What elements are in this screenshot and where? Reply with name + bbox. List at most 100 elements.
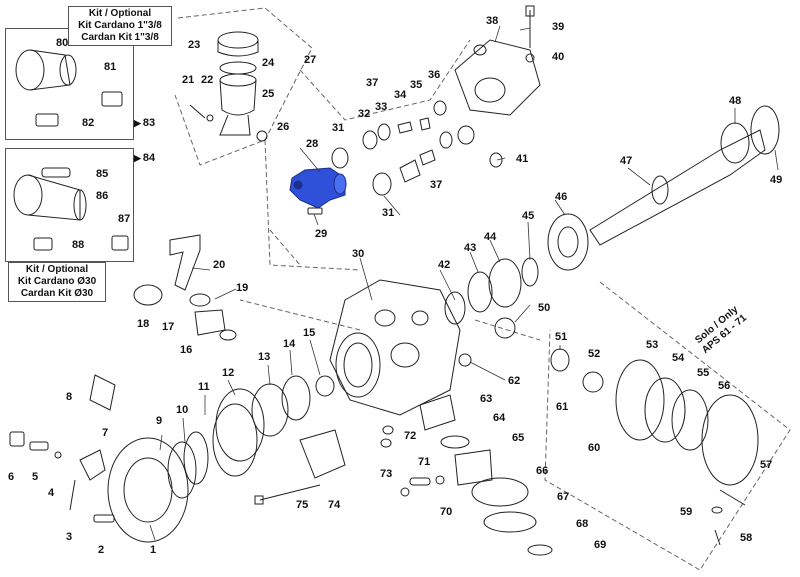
part-label-3: 3 — [66, 531, 72, 543]
part-label-17: 17 — [162, 321, 174, 333]
top-middle-parts — [189, 31, 268, 142]
kit-label-line1: Kit / Optional — [25, 264, 89, 275]
callout-84: ▶84 — [134, 152, 155, 164]
triangle-right-icon: ▶ — [134, 118, 141, 128]
kit-cardan-30-parts — [13, 167, 129, 251]
kit-box-cardan-30 — [5, 148, 134, 262]
part-label-45: 45 — [522, 210, 534, 222]
kit-label-line2: Kit Cardano 1"3/8 — [78, 20, 162, 31]
part-label-80: 80 — [56, 37, 68, 49]
part-label-27: 27 — [304, 54, 316, 66]
part-label-81: 81 — [104, 61, 116, 73]
part-label-16: 16 — [180, 344, 192, 356]
part-label-8: 8 — [66, 391, 72, 403]
bearing-rings — [444, 213, 589, 325]
part-label-1: 1 — [150, 544, 156, 556]
part-label-25: 25 — [262, 88, 274, 100]
kit-label-line3: Cardan Kit 1"3/8 — [81, 32, 159, 43]
part-label-71: 71 — [418, 456, 430, 468]
part-label-28: 28 — [306, 138, 318, 150]
part-label-39: 39 — [552, 21, 564, 33]
callout-84-label: 84 — [142, 152, 156, 164]
part-label-47: 47 — [620, 155, 632, 167]
part-label-41: 41 — [516, 153, 528, 165]
part-label-7: 7 — [102, 427, 108, 439]
bottom-middle-parts — [254, 317, 553, 556]
part-label-55: 55 — [697, 367, 709, 379]
part-label-72: 72 — [404, 430, 416, 442]
part-label-34: 34 — [394, 89, 407, 101]
dashed-group-lines — [174, 7, 791, 571]
part-label-12: 12 — [222, 367, 234, 379]
part-label-36: 36 — [428, 69, 440, 81]
part-label-37-top: 37 — [366, 77, 378, 89]
part-label-46: 46 — [555, 191, 567, 203]
part-label-31-bottom: 31 — [382, 207, 394, 219]
part-label-20: 20 — [213, 259, 225, 271]
part-label-64: 64 — [493, 412, 506, 424]
shaft-assembly — [589, 105, 780, 246]
part-label-40: 40 — [552, 51, 564, 63]
valve-parts — [331, 100, 503, 196]
part-label-33: 33 — [375, 101, 387, 113]
part-label-11: 11 — [198, 381, 210, 393]
part-label-74: 74 — [328, 499, 341, 511]
part-label-59: 59 — [680, 506, 692, 518]
part-label-13: 13 — [258, 351, 270, 363]
part-label-15: 15 — [303, 327, 315, 339]
part-label-88: 88 — [72, 239, 84, 251]
part-label-56: 56 — [718, 380, 730, 392]
part-label-22: 22 — [201, 74, 213, 86]
part-label-50: 50 — [538, 302, 550, 314]
part-label-68: 68 — [576, 518, 588, 530]
part-label-21: 21 — [182, 74, 194, 86]
triangle-right-icon: ▶ — [134, 153, 141, 163]
part-label-9: 9 — [156, 415, 162, 427]
part-label-63: 63 — [480, 393, 492, 405]
part-label-49: 49 — [770, 174, 782, 186]
part-label-48: 48 — [729, 95, 741, 107]
leader-lines — [149, 25, 779, 541]
part-number-labels: 1 2 3 4 5 6 7 8 9 10 11 12 13 14 15 16 1… — [8, 15, 782, 556]
part-label-70: 70 — [440, 506, 452, 518]
part-label-35: 35 — [410, 79, 422, 91]
kit-label-line3: Cardan Kit Ø30 — [20, 288, 94, 299]
pump-head-38 — [454, 5, 541, 116]
part-label-23: 23 — [188, 39, 200, 51]
part-label-38: 38 — [486, 15, 498, 27]
part-label-86: 86 — [96, 190, 108, 202]
part-label-5: 5 — [32, 471, 38, 483]
part-label-43: 43 — [464, 242, 476, 254]
pump-body-30 — [329, 279, 461, 416]
part-label-4: 4 — [48, 487, 55, 499]
kit-label-line1: Kit / Optional — [88, 8, 152, 19]
part-label-44: 44 — [484, 231, 497, 243]
part-label-2: 2 — [98, 544, 104, 556]
part-label-26: 26 — [277, 121, 289, 133]
part-label-29: 29 — [315, 228, 327, 240]
kit-label-cardan-1-3-8: Kit / Optional Kit Cardano 1"3/8 Cardan … — [68, 6, 172, 46]
part-label-19: 19 — [236, 282, 248, 294]
part-label-62: 62 — [508, 375, 520, 387]
part-label-37-bottom: 37 — [430, 179, 442, 191]
callout-83: ▶83 — [134, 117, 155, 129]
part-label-65: 65 — [512, 432, 524, 444]
part-label-87: 87 — [118, 213, 130, 225]
part-label-67: 67 — [557, 491, 569, 503]
part-label-30: 30 — [352, 248, 364, 260]
part-label-51: 51 — [555, 331, 567, 343]
part-label-24: 24 — [262, 57, 275, 69]
part-label-57: 57 — [760, 459, 772, 471]
highlighted-part-28 — [289, 167, 347, 209]
part-label-61: 61 — [556, 401, 568, 413]
kit-cardan-1-3-8-parts — [15, 49, 123, 127]
diaphragm-group — [550, 348, 759, 546]
left-side-parts — [9, 234, 335, 543]
kit-label-line2: Kit Cardano Ø30 — [17, 276, 97, 287]
kit-label-cardan-30: Kit / Optional Kit Cardano Ø30 Cardan Ki… — [8, 262, 106, 302]
part-label-75: 75 — [296, 499, 308, 511]
part-label-58: 58 — [740, 532, 752, 544]
part-label-66: 66 — [536, 465, 548, 477]
part-label-52: 52 — [588, 348, 600, 360]
